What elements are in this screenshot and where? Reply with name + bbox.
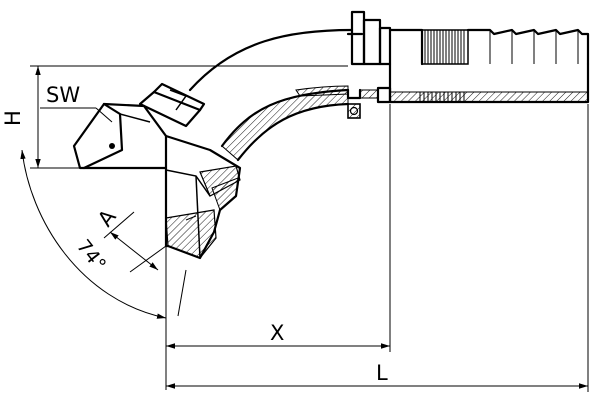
dimension-lines [20, 65, 589, 392]
hose-tail [295, 10, 590, 119]
nut-assembly [72, 82, 242, 260]
label-sw: SW [46, 83, 80, 107]
label-x: X [270, 321, 284, 345]
label-l: L [376, 361, 388, 385]
label-h: H [1, 110, 25, 126]
label-angle: 74° [72, 236, 110, 276]
o-ring [347, 103, 361, 119]
knurl-section [421, 29, 469, 65]
bent-tube [188, 28, 354, 162]
